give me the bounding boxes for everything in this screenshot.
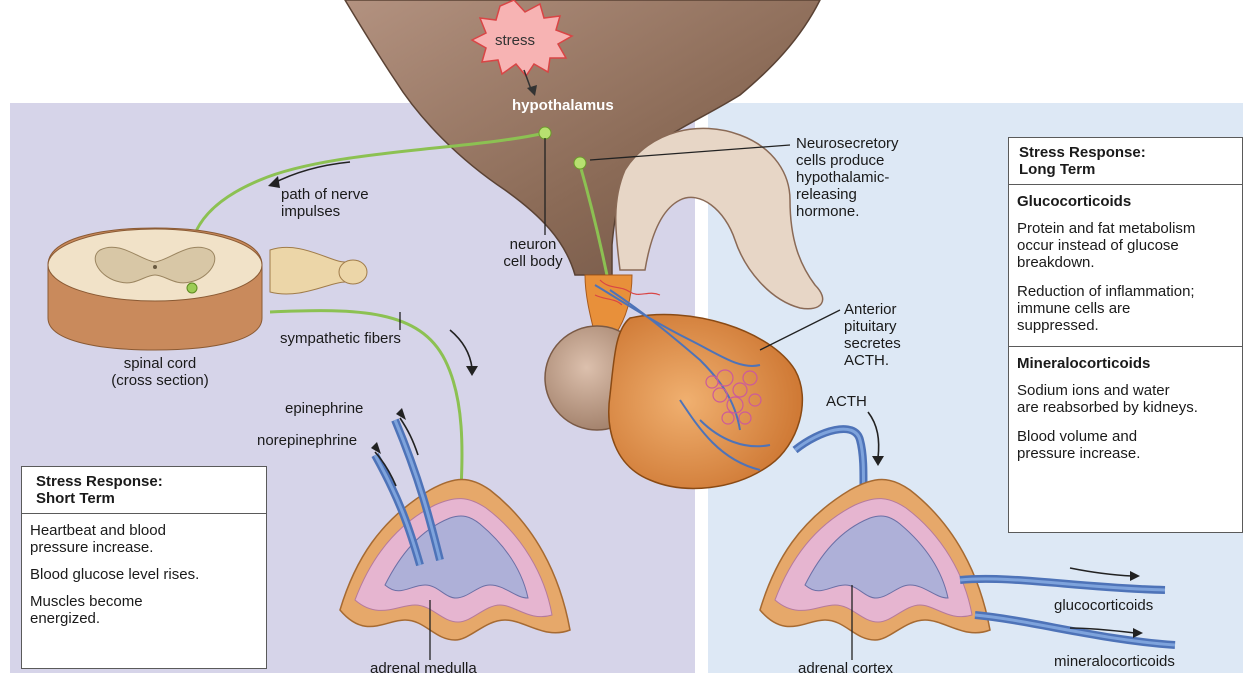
short-term-item: Heartbeat and blood pressure increase. xyxy=(22,514,266,556)
short-term-box-title: Stress Response: Short Term xyxy=(22,467,266,514)
short-term-response-box: Stress Response: Short Term Heartbeat an… xyxy=(21,466,267,669)
acth-label: ACTH xyxy=(826,393,867,410)
long-term-item: Blood volume and pressure increase. xyxy=(1009,416,1242,462)
short-term-item: Muscles become energized. xyxy=(22,583,266,627)
glucocorticoids-heading: Glucocorticoids xyxy=(1009,185,1242,216)
mineralocorticoids-label: mineralocorticoids xyxy=(1054,653,1175,670)
long-term-item: Sodium ions and water are reabsorbed by … xyxy=(1009,378,1242,416)
adrenal-medulla-label: adrenal medulla xyxy=(370,660,477,677)
path-of-nerve-impulses-label: path of nerve impulses xyxy=(281,186,369,220)
mineralocorticoids-section: Mineralocorticoids Sodium ions and water… xyxy=(1009,346,1242,462)
long-term-response-box: Stress Response: Long Term Glucocorticoi… xyxy=(1008,137,1243,533)
mineralocorticoids-heading: Mineralocorticoids xyxy=(1009,347,1242,378)
neuron-cell-body-label: neuron cell body xyxy=(495,236,571,270)
stress-label: stress xyxy=(495,32,535,49)
neuron-cell-body-icon xyxy=(539,127,551,139)
long-term-item: Reduction of inflammation; immune cells … xyxy=(1009,271,1242,346)
spinal-cord-label: spinal cord (cross section) xyxy=(95,355,225,389)
norepinephrine-label: norepinephrine xyxy=(257,432,357,449)
spinal-neuron-icon xyxy=(187,283,197,293)
sympathetic-fibers-label: sympathetic fibers xyxy=(280,330,401,347)
short-term-item: Blood glucose level rises. xyxy=(22,556,266,583)
glucocorticoids-section: Glucocorticoids Protein and fat metaboli… xyxy=(1009,185,1242,346)
anterior-pituitary-label: Anterior pituitary secretes ACTH. xyxy=(844,301,901,369)
long-term-box-title: Stress Response: Long Term xyxy=(1009,138,1242,185)
long-term-item: Protein and fat metabolism occur instead… xyxy=(1009,216,1242,271)
adrenal-cortex-label: adrenal cortex xyxy=(798,660,893,677)
neurosecretory-cells-label: Neurosecretory cells produce hypothalami… xyxy=(796,135,899,220)
epinephrine-label: epinephrine xyxy=(285,400,363,417)
hypothalamus-label: hypothalamus xyxy=(512,97,614,114)
neurosecretory-cell-icon xyxy=(574,157,586,169)
glucocorticoids-label: glucocorticoids xyxy=(1054,597,1153,614)
